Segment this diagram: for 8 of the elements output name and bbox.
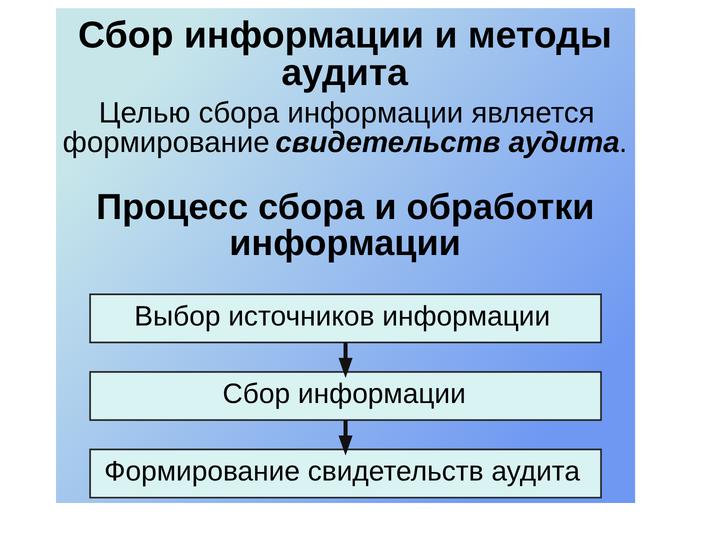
node-box: Выбор источников информации <box>89 294 602 344</box>
node-box: Сбор информации <box>89 371 602 421</box>
node-box: Формирование свидетельств аудита <box>89 448 602 498</box>
arrow <box>338 420 353 456</box>
label: Целью сбора информации является формирование свидетельств аудита. <box>62 96 628 160</box>
label: Процесс сбора и обработки информации <box>96 186 594 264</box>
diagram-title: Сбор информации и методы аудита <box>78 13 612 93</box>
arrow <box>338 342 353 378</box>
